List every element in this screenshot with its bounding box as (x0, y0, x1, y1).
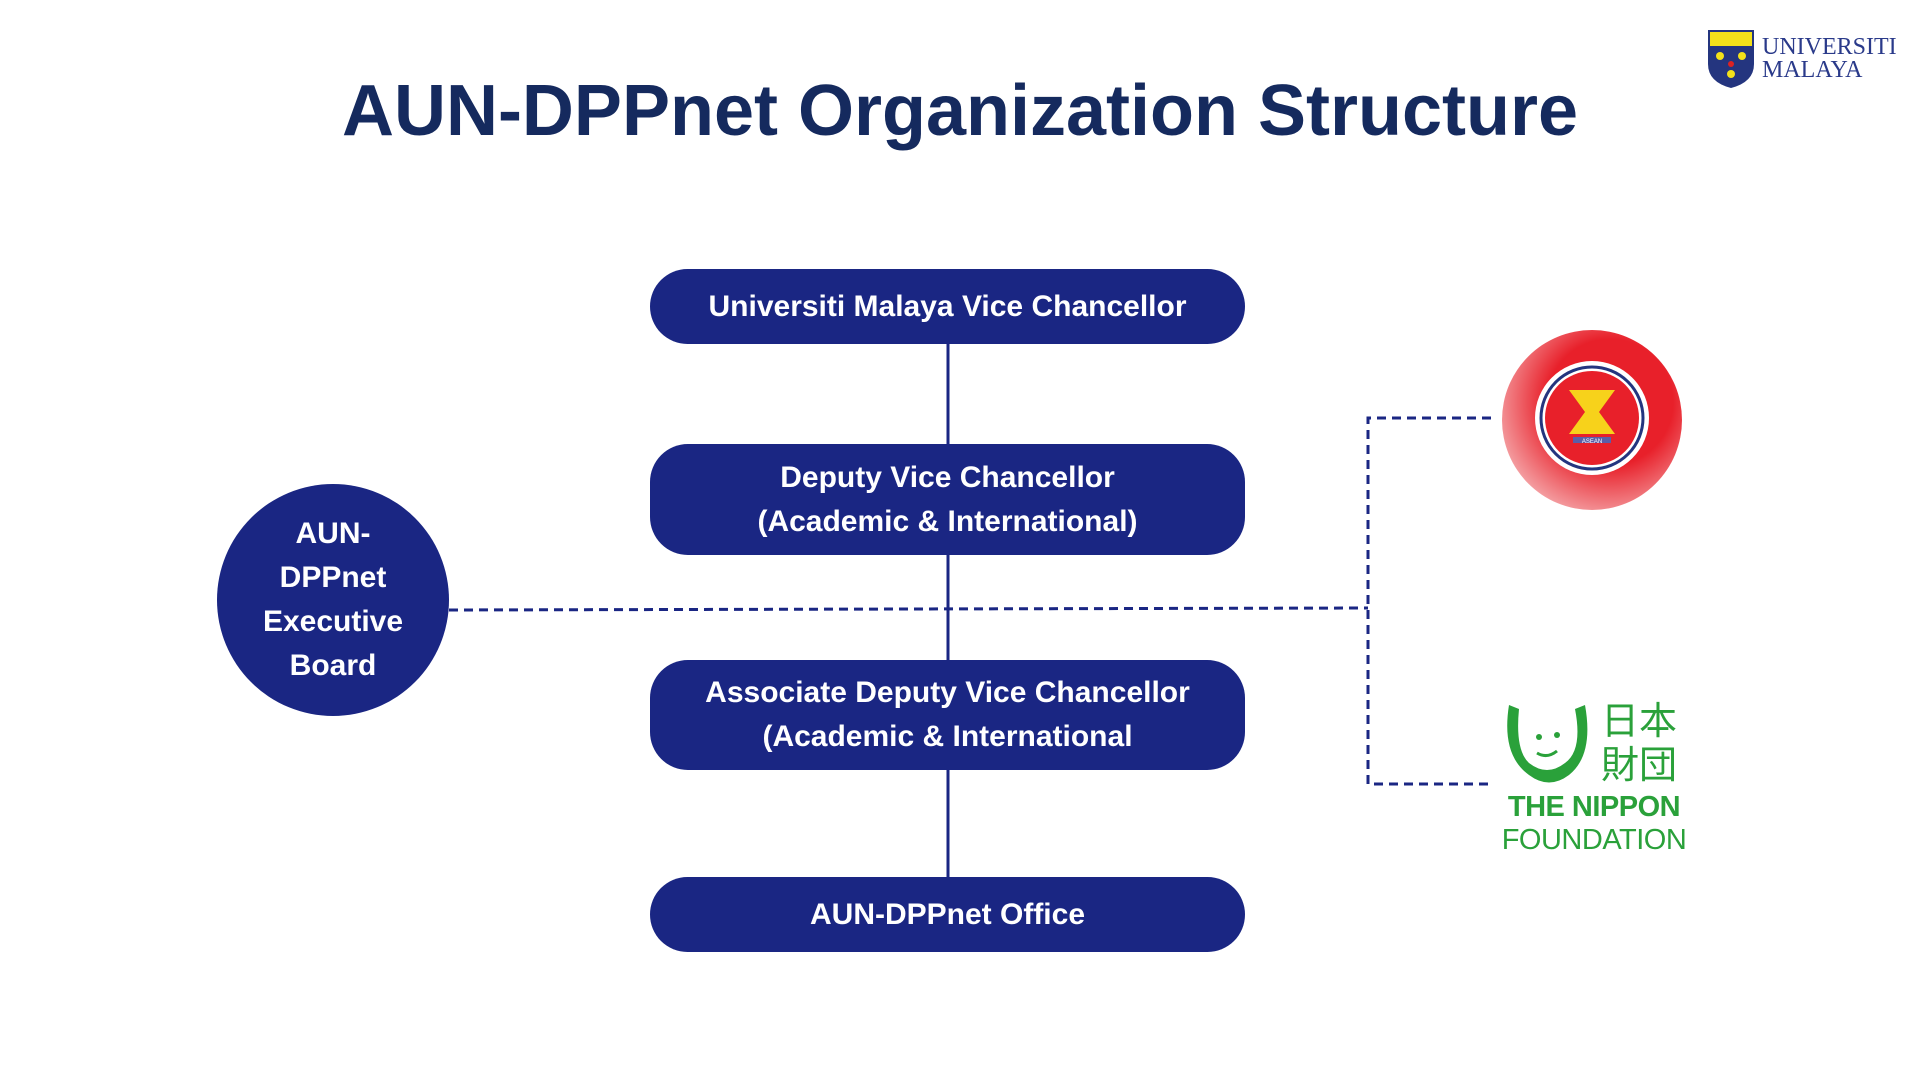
nippon-name-line2: FOUNDATION (1501, 824, 1687, 856)
node-associate-deputy-vice-chancellor: Associate Deputy Vice Chancellor (Academ… (650, 660, 1245, 770)
node-label: AUN-DPPnet Office (809, 897, 1086, 931)
logo-text-line1: UNIVERSITI (1762, 34, 1897, 60)
node-sublabel: (Academic & International) (757, 504, 1138, 538)
node-label: Deputy Vice Chancellor (780, 460, 1115, 494)
crest-icon (1708, 30, 1754, 88)
node-deputy-vice-chancellor: Deputy Vice Chancellor (Academic & Inter… (650, 444, 1245, 555)
node-executive-board: AUN- DPPnet Executive Board (217, 484, 449, 716)
node-office: AUN-DPPnet Office (650, 877, 1245, 952)
dashed-links (448, 416, 1491, 786)
board-label-line: Board (289, 649, 377, 682)
board-label-line: AUN- (295, 517, 371, 550)
svg-text:ASEAN: ASEAN (1582, 439, 1602, 445)
node-label: Associate Deputy Vice Chancellor (705, 676, 1190, 709)
board-label-line: Executive (262, 605, 404, 638)
node-label: Universiti Malaya Vice Chancellor (708, 289, 1187, 323)
nippon-foundation-logo: 日本財団 THE NIPPON FOUNDATION (1499, 695, 1689, 857)
nippon-name-line1: THE NIPPON (1507, 791, 1681, 823)
node-sublabel: (Academic & International (762, 720, 1133, 753)
node-vice-chancellor: Universiti Malaya Vice Chancellor (650, 269, 1245, 344)
asean-logo: ASEAN (1499, 327, 1685, 518)
logo-text-line2: MALAYA (1762, 57, 1863, 83)
board-label-line: DPPnet (279, 561, 387, 594)
universiti-malaya-logo: UNIVERSITI MALAYA (1706, 28, 1897, 90)
asean-emblem-icon: ASEAN (1502, 330, 1682, 510)
nippon-kanji: 日本財団 (1601, 699, 1678, 787)
smiling-face-icon (1507, 705, 1588, 783)
page-title: AUN-DPPnet Organization Structure (341, 71, 1579, 151)
